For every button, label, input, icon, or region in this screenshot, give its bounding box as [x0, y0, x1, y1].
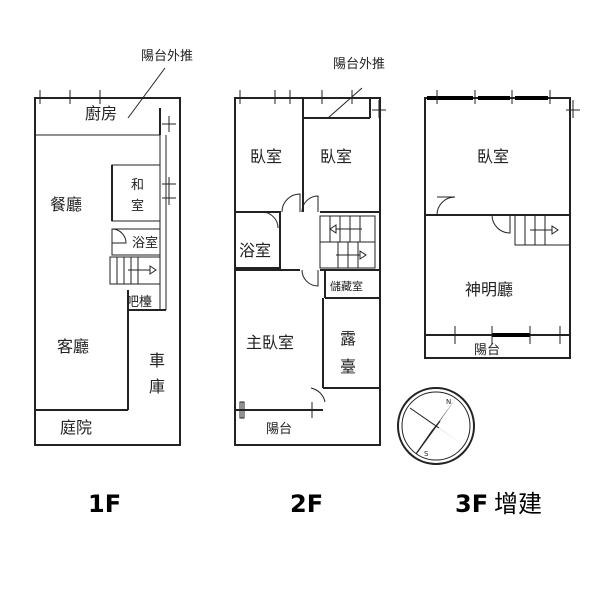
floor-2-terrace-label-top: 露 — [340, 329, 356, 348]
compass-s-label: S — [424, 450, 429, 458]
floor-1-dining-label: 餐廳 — [50, 195, 82, 214]
floor-1-japanese-room-label-bottom: 室 — [131, 198, 144, 214]
floor-2-plan: 臥室 臥室 浴室 儲藏室 主臥室 露 臺 陽台 陽台外推 — [234, 57, 386, 446]
floor-2-title: 2F — [290, 490, 323, 518]
floor-3-title: 3F — [455, 490, 488, 518]
floor-3-bedroom-label: 臥室 — [477, 147, 509, 166]
floor-3-stairs — [514, 214, 571, 246]
floor-2-bath-label: 浴室 — [239, 241, 271, 260]
floor-1-kitchen-label: 廚房 — [85, 104, 117, 123]
floor-1-bath-label: 浴室 — [132, 235, 158, 251]
floor-1-plan: 廚房 餐廳 和 室 浴室 吧檯 客廳 車 庫 庭院 陽台外推 — [34, 49, 193, 446]
floor-2-terrace-label-bottom: 臺 — [340, 357, 356, 376]
floor-1-garage-label-top: 車 — [149, 351, 165, 370]
compass-n-label: N — [446, 398, 451, 406]
compass-icon: N S — [397, 387, 475, 465]
floor-2-annotation-leader — [327, 87, 363, 119]
floor-2-annotation: 陽台外推 — [333, 57, 385, 72]
floor-1-outer-wall — [34, 97, 181, 446]
floor-3-title-suffix: 增建 — [494, 490, 542, 518]
floor-2-bath — [234, 211, 281, 269]
floor-2-storage-label: 儲藏室 — [330, 279, 363, 293]
floor-1-garage-label-bottom: 庫 — [149, 377, 165, 396]
floor-2-bedroom-left-label: 臥室 — [250, 147, 282, 166]
floor-2-outer-wall — [234, 97, 381, 446]
floor-3-shrine-hall-label: 神明廳 — [465, 280, 513, 299]
floor-1-stairs — [109, 256, 161, 285]
floor-1-annotation-leader — [127, 67, 166, 119]
floor-1-japanese-room-label-top: 和 — [131, 178, 144, 193]
floor-2-bedroom-right-label: 臥室 — [320, 147, 352, 166]
floor-3-plan: 臥室 神明廳 陽台 — [424, 90, 580, 359]
floor-3-balcony-label: 陽台 — [474, 343, 500, 358]
floor-1-courtyard-label: 庭院 — [60, 418, 92, 437]
floor-1-bar-label: 吧檯 — [126, 295, 152, 310]
floor-1-bath — [111, 228, 161, 256]
floor-2-balcony-label: 陽台 — [266, 422, 292, 437]
floor-1-annotation: 陽台外推 — [141, 49, 193, 64]
floor-1-living-label: 客廳 — [57, 337, 89, 356]
floor-1-title: 1F — [88, 490, 121, 518]
floor-2-master-bedroom-label: 主臥室 — [246, 333, 294, 352]
